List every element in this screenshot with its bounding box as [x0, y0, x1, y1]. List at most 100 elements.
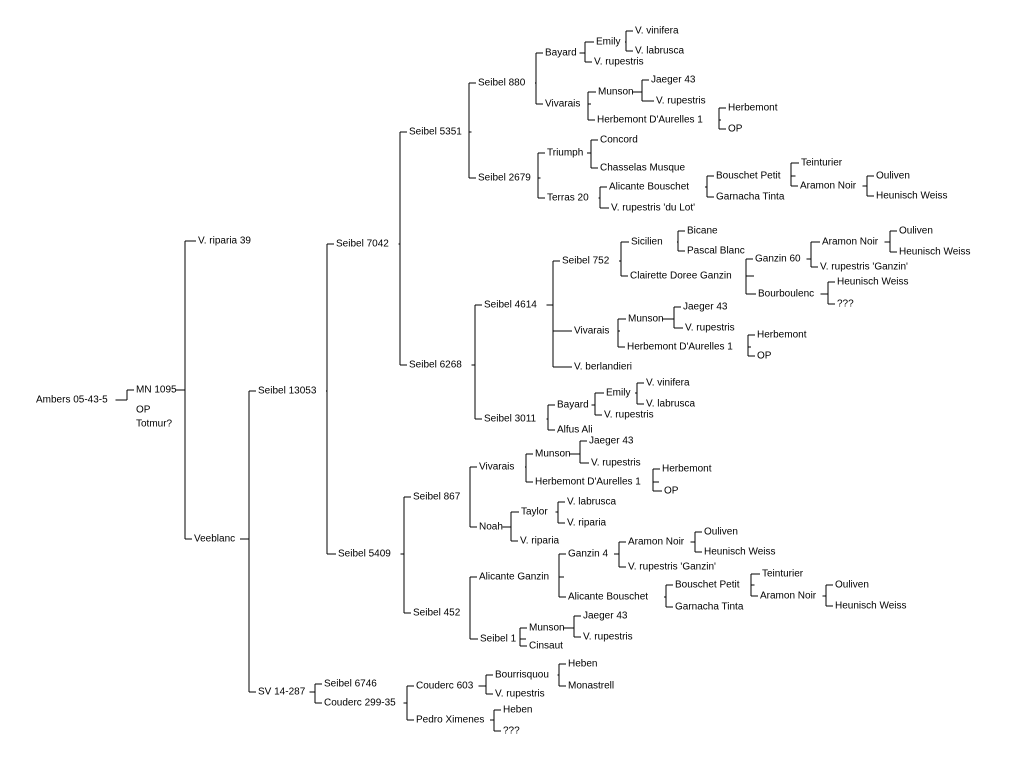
node-ouliven: Ouliven: [835, 580, 869, 591]
node-herbemont: Herbemont: [757, 330, 807, 341]
node-herbemont-d-aurelles-1: Herbemont D'Aurelles 1: [597, 115, 703, 126]
node-emily: Emily: [606, 388, 630, 399]
node-noah: Noah: [479, 522, 503, 533]
node-seibel-452: Seibel 452: [413, 608, 461, 619]
node-: ???: [503, 726, 520, 737]
node-seibel-7042: Seibel 7042: [336, 239, 389, 250]
node-terras-20: Terras 20: [547, 193, 589, 204]
node-bayard: Bayard: [557, 400, 589, 411]
node-vivarais: Vivarais: [479, 462, 514, 473]
node-v-riparia: V. riparia: [567, 518, 607, 529]
node-munson: Munson: [598, 87, 634, 98]
node-bourboulenc: Bourboulenc: [758, 289, 814, 300]
node-ouliven: Ouliven: [876, 171, 910, 182]
node-heunisch-weiss: Heunisch Weiss: [835, 601, 907, 612]
node-bouschet-petit: Bouschet Petit: [675, 580, 740, 591]
node-clairette-doree-ganzin: Clairette Doree Ganzin: [630, 271, 732, 282]
node-v-riparia-39: V. riparia 39: [198, 236, 251, 247]
node-sv-14-287: SV 14-287: [258, 687, 306, 698]
node-v-rupestris: V. rupestris: [594, 57, 644, 68]
node-heunisch-weiss: Heunisch Weiss: [876, 191, 948, 202]
node-triumph: Triumph: [547, 148, 583, 159]
node-v-rupestris: V. rupestris: [495, 689, 545, 700]
node-alicante-bouschet: Alicante Bouschet: [609, 182, 689, 193]
node-seibel-2679: Seibel 2679: [478, 173, 531, 184]
node-mn-1095: MN 1095: [136, 385, 177, 396]
node-heunisch-weiss: Heunisch Weiss: [837, 277, 909, 288]
node-v-vinifera: V. vinifera: [635, 26, 679, 37]
node-totmur: Totmur?: [136, 419, 173, 430]
node-munson: Munson: [535, 449, 571, 460]
node-v-riparia: V. riparia: [520, 536, 560, 547]
node-chasselas-musque: Chasselas Musque: [600, 163, 685, 174]
node-herbemont: Herbemont: [662, 464, 712, 475]
node-seibel-1: Seibel 1: [480, 634, 517, 645]
node-op: OP: [728, 124, 743, 135]
node-herbemont: Herbemont: [728, 103, 778, 114]
node-ouliven: Ouliven: [899, 226, 933, 237]
node-garnacha-tinta: Garnacha Tinta: [716, 192, 785, 203]
node-munson: Munson: [529, 623, 565, 634]
node-sicilien: Sicilien: [631, 237, 663, 248]
node-ambers-05-43-5: Ambers 05-43-5: [36, 395, 108, 406]
node-veeblanc: Veeblanc: [194, 534, 235, 545]
node-alicante-ganzin: Alicante Ganzin: [479, 572, 549, 583]
node-op: OP: [664, 486, 679, 497]
node-v-rupestris-du-lot: V. rupestris 'du Lot': [611, 203, 695, 214]
node-teinturier: Teinturier: [762, 569, 804, 580]
node-alfus-ali: Alfus Ali: [557, 425, 593, 436]
node-seibel-6268: Seibel 6268: [409, 360, 462, 371]
node-seibel-5409: Seibel 5409: [338, 549, 391, 560]
node-bouschet-petit: Bouschet Petit: [716, 171, 781, 182]
node-heben: Heben: [503, 705, 532, 716]
node-op: OP: [136, 405, 151, 416]
node-jaeger-43: Jaeger 43: [583, 611, 628, 622]
node-aramon-noir: Aramon Noir: [800, 181, 857, 192]
node-munson: Munson: [628, 314, 664, 325]
node-seibel-867: Seibel 867: [413, 492, 461, 503]
node-ganzin-60: Ganzin 60: [755, 254, 801, 265]
node-aramon-noir: Aramon Noir: [760, 591, 817, 602]
node-alicante-bouschet: Alicante Bouschet: [568, 592, 648, 603]
node-v-labrusca: V. labrusca: [567, 497, 617, 508]
node-v-rupestris: V. rupestris: [656, 96, 706, 107]
node-jaeger-43: Jaeger 43: [683, 302, 728, 313]
node-emily: Emily: [596, 37, 620, 48]
node-couderc-603: Couderc 603: [416, 681, 474, 692]
node-aramon-noir: Aramon Noir: [822, 237, 879, 248]
node-v-rupestris: V. rupestris: [604, 410, 654, 421]
node-seibel-6746: Seibel 6746: [324, 679, 377, 690]
node-heunisch-weiss: Heunisch Weiss: [899, 247, 971, 258]
node-ganzin-4: Ganzin 4: [568, 549, 608, 560]
node-heben: Heben: [568, 659, 597, 670]
node-pedro-ximenes: Pedro Ximenes: [416, 715, 484, 726]
node-v-berlandieri: V. berlandieri: [574, 362, 632, 373]
node-op: OP: [757, 351, 772, 362]
node-herbemont-d-aurelles-1: Herbemont D'Aurelles 1: [627, 342, 733, 353]
node-ouliven: Ouliven: [704, 527, 738, 538]
node-: ???: [837, 299, 854, 310]
node-monastrell: Monastrell: [568, 681, 614, 692]
node-couderc-299-35: Couderc 299-35: [324, 698, 396, 709]
node-seibel-4614: Seibel 4614: [484, 300, 537, 311]
node-v-labrusca: V. labrusca: [646, 399, 696, 410]
node-v-vinifera: V. vinifera: [646, 378, 690, 389]
node-jaeger-43: Jaeger 43: [651, 75, 696, 86]
node-garnacha-tinta: Garnacha Tinta: [675, 602, 744, 613]
node-vivarais: Vivarais: [545, 99, 580, 110]
node-teinturier: Teinturier: [801, 158, 843, 169]
node-seibel-13053: Seibel 13053: [258, 386, 317, 397]
node-concord: Concord: [600, 135, 638, 146]
node-jaeger-43: Jaeger 43: [589, 436, 634, 447]
node-v-rupestris: V. rupestris: [583, 632, 633, 643]
node-seibel-880: Seibel 880: [478, 78, 526, 89]
node-bayard: Bayard: [545, 48, 577, 59]
node-pascal-blanc: Pascal Blanc: [687, 246, 745, 257]
node-aramon-noir: Aramon Noir: [628, 537, 685, 548]
node-taylor: Taylor: [521, 507, 548, 518]
node-herbemont-d-aurelles-1: Herbemont D'Aurelles 1: [535, 477, 641, 488]
node-vivarais: Vivarais: [574, 326, 609, 337]
node-v-rupestris-ganzin: V. rupestris 'Ganzin': [628, 562, 716, 573]
node-cinsaut: Cinsaut: [529, 641, 563, 652]
